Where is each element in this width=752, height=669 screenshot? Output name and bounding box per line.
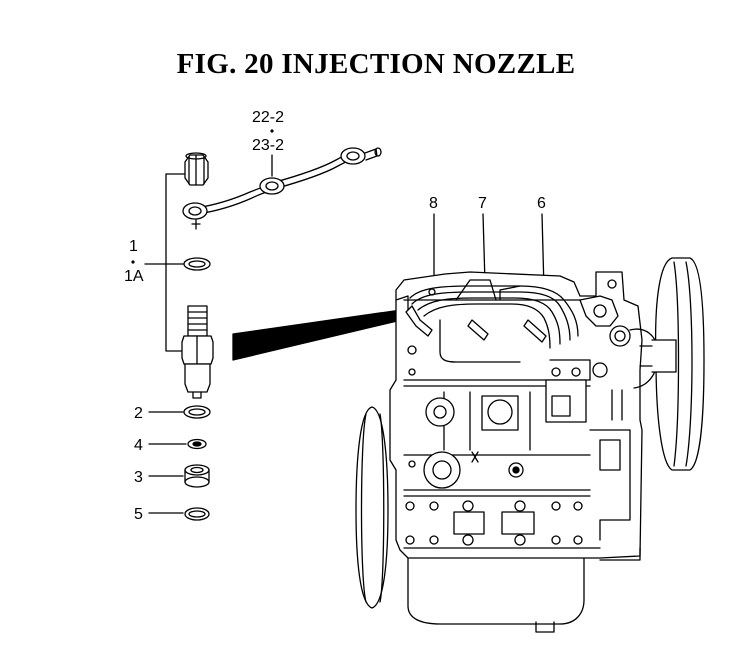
nozzle-bracket bbox=[165, 173, 185, 352]
callout-2: 2 bbox=[134, 405, 143, 422]
callout-4: 4 bbox=[134, 437, 143, 454]
callout-dot-pipe bbox=[270, 129, 274, 133]
callout-6: 6 bbox=[537, 195, 546, 212]
callout-1a: 1A bbox=[124, 268, 144, 285]
washer-1 bbox=[183, 257, 211, 271]
callout-dot-1 bbox=[131, 260, 135, 264]
pan-bolts bbox=[405, 500, 583, 546]
callout-7: 7 bbox=[478, 195, 487, 212]
callout-1: 1 bbox=[129, 238, 138, 255]
pointer-wedge bbox=[232, 308, 411, 361]
engine-assembly bbox=[355, 257, 705, 633]
gasket-3 bbox=[184, 464, 210, 488]
callout-22-2: 22-2 bbox=[252, 109, 284, 126]
washer-4 bbox=[187, 438, 207, 450]
callout-3: 3 bbox=[134, 469, 143, 486]
cap-nut bbox=[184, 152, 209, 186]
injection-pipe bbox=[182, 147, 382, 230]
callout-5: 5 bbox=[134, 506, 143, 523]
oring-5 bbox=[184, 507, 210, 521]
nozzle-body bbox=[181, 305, 214, 399]
callout-8: 8 bbox=[429, 195, 438, 212]
figure-title: FIG. 20 INJECTION NOZZLE bbox=[176, 48, 576, 80]
washer-2 bbox=[183, 405, 211, 419]
leader-7 bbox=[482, 213, 486, 284]
callout-23-2: 23-2 bbox=[252, 137, 284, 154]
